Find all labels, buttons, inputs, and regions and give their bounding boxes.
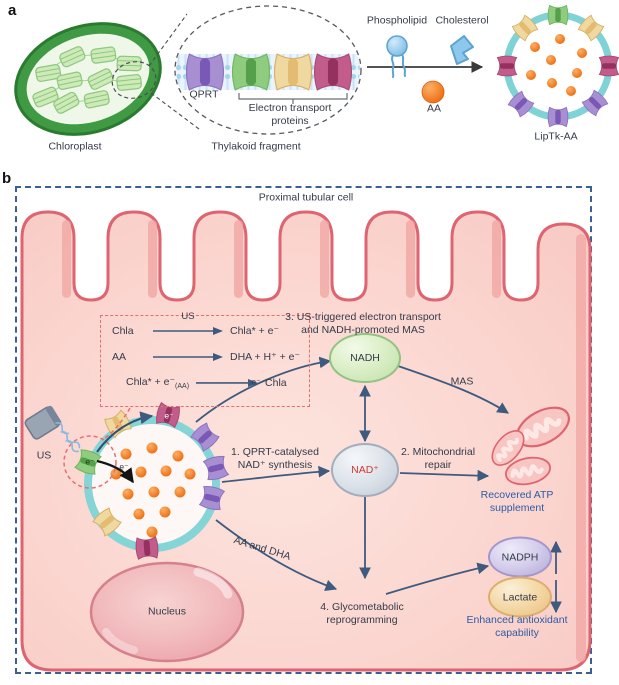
liptk-aa-label: LipTk-AA [534, 130, 578, 143]
reactant-subscript: (AA) [175, 383, 190, 391]
arrow-vesicle-to-nad [221, 465, 331, 483]
nucleus [89, 561, 245, 663]
reaction-arrow-icon [153, 351, 223, 363]
reactant: Chla* + e⁻(AA) [126, 375, 190, 391]
cholesterol-icon [450, 35, 474, 65]
panel-a-letter: a [8, 2, 17, 19]
mas-arrow-label: MAS [450, 375, 474, 388]
step4-label: 4. Glycometabolic reprogramming [320, 601, 404, 626]
reaction-row-1: Chla US Chla* + e⁻ [112, 312, 280, 338]
qprt-label: QPRT [189, 88, 219, 101]
lactate-node: Lactate [488, 576, 552, 618]
reactant: AA [112, 351, 127, 363]
proximal-tubular-cell-body [20, 210, 592, 672]
liptk-aa-vesicle [496, 4, 619, 128]
phospholipid-icon [386, 35, 408, 78]
us-waves [55, 422, 81, 453]
electron-to-nadh-label: e⁻ [251, 376, 261, 387]
nadph-node: NADPH [488, 536, 552, 578]
qprt-protein [185, 53, 225, 91]
electron-membrane-label: e⁻ [164, 410, 174, 421]
step3-label: 3. US-triggered electron transport and N… [285, 311, 441, 336]
product: Chla [265, 377, 287, 389]
reaction-box-connector [101, 407, 131, 441]
reaction-row-2: AA DHA + H⁺ + e⁻ [112, 351, 300, 363]
panel-b-letter: b [2, 170, 12, 187]
arrow-aa-dha-to-glyco [215, 519, 338, 591]
arrow-membrane-electron [96, 411, 154, 453]
reaction-arrow-icon [196, 377, 259, 389]
reaction-row-3: Chla* + e⁻(AA) Chla [126, 376, 287, 390]
nad-node: NAD⁺ [331, 443, 399, 497]
panel-b-illustration [20, 210, 592, 672]
arrow-condition-label: US [181, 311, 195, 322]
zoom-connector-lines [148, 13, 200, 130]
chloroplast-label: Chloroplast [48, 140, 102, 153]
reaction-arrow-icon: US [153, 312, 223, 337]
reactant: Chla [112, 325, 134, 337]
arrow-glyco-to-nadph [385, 562, 490, 595]
aa-dots [526, 34, 587, 96]
etp-label: Electron transport proteins [248, 102, 332, 127]
step1-label: 1. QPRT-catalysed NAD⁺ synthesis [231, 446, 319, 471]
electron-green-label: e⁻ [85, 456, 95, 467]
step2-label: 2. Mitochondrial repair [400, 446, 476, 471]
electron-inner-label: e⁻ [119, 461, 129, 472]
cell-label: Proximal tubular cell [258, 191, 354, 204]
phospholipid-label: Phospholipid [366, 14, 428, 27]
us-target-circle [63, 435, 117, 489]
aa-dots-inner [110, 442, 196, 538]
product: DHA + H⁺ + e⁻ [230, 351, 301, 363]
etp-protein-magenta [313, 53, 353, 91]
nadh-node: NADH [329, 333, 401, 383]
arrow-electron-to-nadh [195, 356, 332, 423]
zoom-circle [111, 61, 157, 99]
arrow-mas [397, 365, 509, 414]
intracellular-vesicle [73, 401, 230, 560]
pathway-arrows [96, 356, 562, 614]
cholesterol-label: Cholesterol [435, 14, 489, 27]
cell-shading [62, 220, 586, 662]
recovered-atp-label: Recovered ATP supplement [480, 489, 554, 514]
reaction-box [100, 315, 310, 407]
arrow-nad-to-mitochondria [399, 469, 490, 482]
aa-molecule-icon [421, 80, 445, 104]
etp-bracket [238, 93, 348, 104]
us-transducer-icon [24, 405, 81, 453]
aa-label: AA [426, 102, 442, 115]
us-label: US [36, 449, 52, 462]
product: Chla* + e⁻ [230, 325, 280, 337]
thylakoid-fragment-label: Thylakoid fragment [211, 140, 301, 153]
etp-protein-green [231, 53, 271, 91]
arrow-electron-inner [96, 459, 134, 484]
nucleus-label: Nucleus [148, 605, 186, 618]
panel-a-illustration [14, 4, 619, 136]
chloroplast [14, 22, 162, 136]
enhanced-antioxidant-label: Enhanced antioxidant capability [466, 614, 568, 639]
etp-protein-yellow [273, 53, 313, 91]
